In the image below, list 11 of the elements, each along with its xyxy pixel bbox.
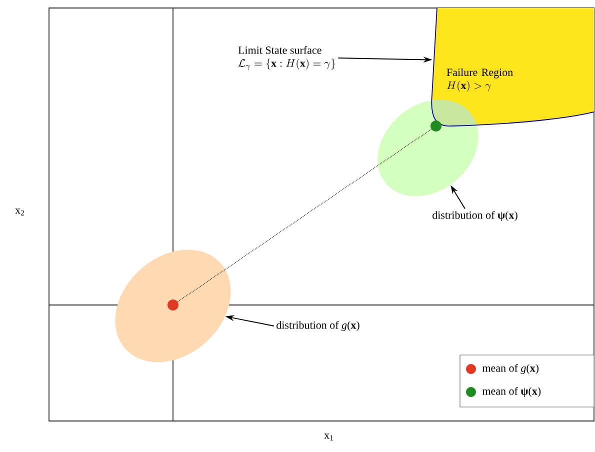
mean-dot (430, 120, 442, 132)
connector-line (177, 128, 432, 302)
failure-region: Failure Region $H(\mathbf{x}) > \gamma$ (431, 8, 594, 126)
mean-dot (168, 300, 178, 310)
annotation-text: Limit State surface $\mathcal{L}_\gamma = \{\mathbf{x} : H(\mathbf{x}) = \gamma\}$ (238, 46, 336, 70)
axis-label: x$_{1}$ (324, 434, 333, 440)
legend-text: mean of g(x) (482, 364, 539, 374)
callout-text: distribution of g(x) (276, 320, 360, 332)
legend-text: mean of ψ(x) (482, 386, 541, 398)
callout-text: distribution of ψ(x) (432, 210, 518, 222)
axis-label: x$_{2}$ (15, 208, 24, 216)
